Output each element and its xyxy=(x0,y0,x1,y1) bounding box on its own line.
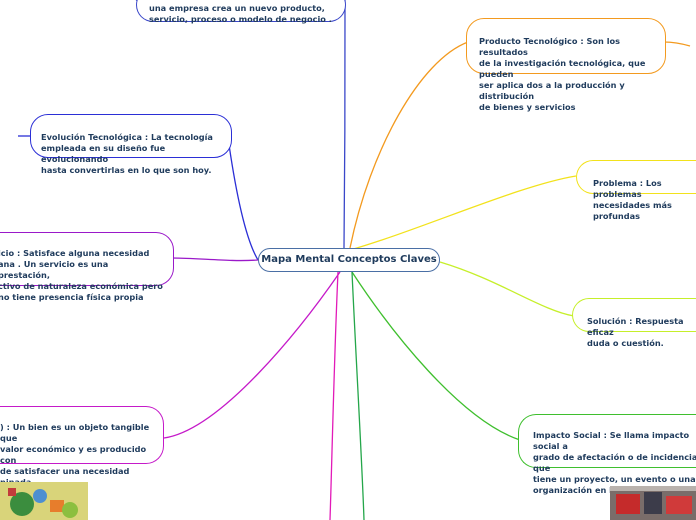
node-servicio[interactable]: icio : Satisface alguna necesidad ana . … xyxy=(0,232,174,302)
node-impacto-text: Impacto Social : Se llama impacto social… xyxy=(533,430,696,495)
branch-problema xyxy=(349,175,577,251)
central-topic-label: Mapa Mental Conceptos Claves xyxy=(261,254,437,265)
branch-servicio xyxy=(171,257,259,262)
node-servicio-text: icio : Satisface alguna necesidad ana . … xyxy=(0,248,163,302)
branch-impacto xyxy=(351,271,521,441)
branch-bottom-magenta xyxy=(329,271,339,520)
node-evolucion-text: Evolución Tecnológica : La tecnología em… xyxy=(41,132,213,175)
node-innovacion[interactable]: una empresa crea un nuevo producto, serv… xyxy=(136,0,346,24)
node-impacto[interactable]: Impacto Social : Se llama impacto social… xyxy=(518,414,696,495)
thumbnail-image-right xyxy=(610,486,696,520)
node-solucion[interactable]: Solución : Respuesta eficaz duda o cuest… xyxy=(572,298,696,348)
node-problema[interactable]: Problema : Los problemas necesidades más… xyxy=(576,160,696,221)
branch-evolucion xyxy=(227,137,259,261)
branch-producto-out xyxy=(663,41,691,47)
thumbnail-image-left xyxy=(0,482,88,520)
branch-solucion xyxy=(439,261,575,317)
node-evolucion[interactable]: Evolución Tecnológica : La tecnología em… xyxy=(30,114,232,175)
node-bien[interactable]: ) : Un bien es un objeto tangible que va… xyxy=(0,406,164,487)
central-topic[interactable]: Mapa Mental Conceptos Claves xyxy=(258,248,440,272)
node-producto[interactable]: Producto Tecnológico : Son los resultado… xyxy=(466,18,666,112)
branch-bottom-green xyxy=(351,271,365,520)
node-producto-text: Producto Tecnológico : Son los resultado… xyxy=(479,36,646,112)
node-problema-text: Problema : Los problemas necesidades más… xyxy=(593,178,672,221)
node-solucion-text: Solución : Respuesta eficaz duda o cuest… xyxy=(587,316,684,348)
branch-innovacion xyxy=(343,0,346,249)
branch-bien xyxy=(163,271,341,439)
branch-producto xyxy=(349,41,469,249)
node-innovacion-text: una empresa crea un nuevo producto, serv… xyxy=(149,3,332,24)
